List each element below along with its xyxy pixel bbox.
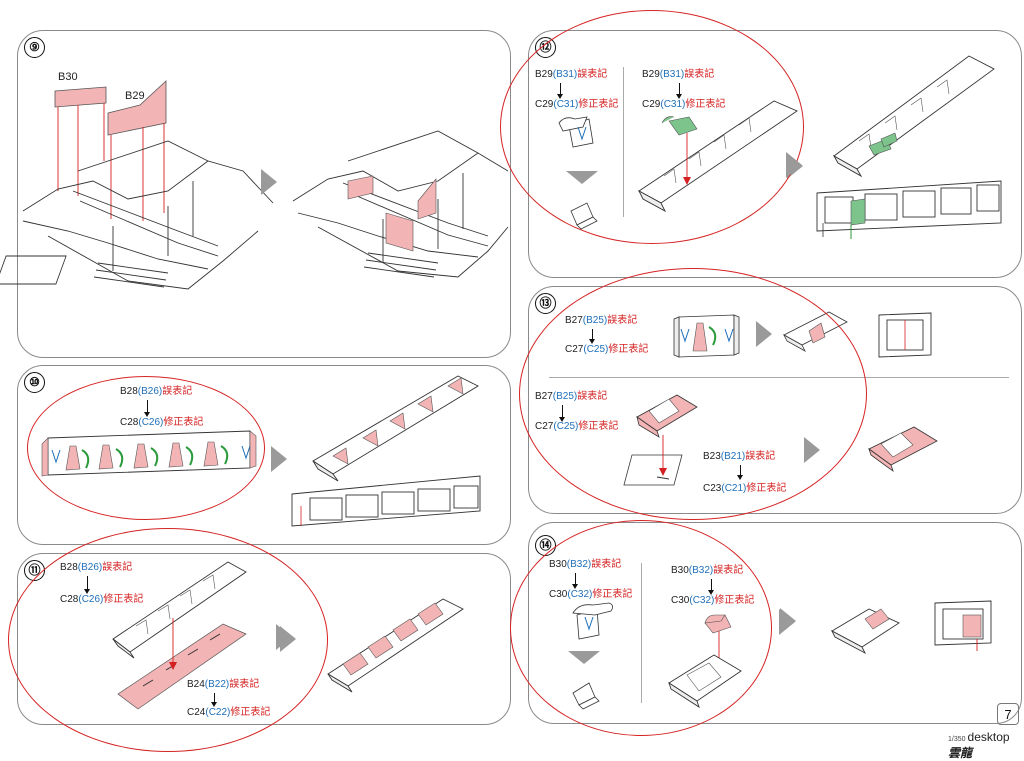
part-label-b30: B30 (58, 71, 78, 83)
step-number: ⑪ (24, 560, 45, 581)
down-arrow (557, 83, 563, 99)
wrong-label-2: B27(B25)誤表記 (535, 391, 608, 402)
wrong-label-1: B28(B26)誤表記 (60, 562, 133, 573)
divider (549, 377, 1009, 378)
brand-scale: 1/350 (948, 736, 966, 743)
step-13-diagram (623, 311, 938, 486)
step-number: ⑨ (24, 37, 45, 58)
wrong-label-2: B24(B22)誤表記 (187, 679, 260, 690)
step-10-diagram (41, 375, 481, 527)
correct-label-1: C30(C32)修正表記 (549, 589, 633, 600)
down-arrow (737, 465, 743, 480)
correct-label-2: C30(C32)修正表記 (671, 595, 755, 606)
step-arrow-down (568, 651, 600, 664)
step-9-panel: ⑨ B30 B29 (0, 30, 511, 358)
step-12-diagram (558, 55, 1002, 239)
correct-label: C28(C26)修正表記 (120, 417, 204, 428)
step-12-panel: ⑫ B29(B31)誤表記 C29(C31)修正表記 B29(B31)誤表記 C… (528, 30, 1022, 278)
down-arrow (589, 329, 595, 344)
wrong-label: B28(B26)誤表記 (120, 386, 193, 397)
step-11-diagram (112, 561, 464, 710)
step-9-diagram-before (0, 80, 509, 290)
down-arrow (144, 400, 150, 417)
step-arrow-right (786, 152, 802, 178)
wrong-label-1: B29(B31)誤表記 (535, 69, 608, 80)
step-arrow-down (566, 171, 598, 184)
step-arrow-right (780, 608, 796, 634)
brand-kanji: 雲龍 (948, 746, 973, 760)
step-arrow-right (276, 624, 292, 650)
brand-name: desktop (967, 730, 1010, 744)
wrong-label-1: B30(B32)誤表記 (549, 559, 622, 570)
correct-label-2: C29(C31)修正表記 (642, 99, 726, 110)
correct-label-2: C27(C25)修正表記 (535, 421, 619, 432)
step-14-panel: ⑭ B30(B32)誤表記 C30(C32)修正表記 B30(B32)誤表記 C… (528, 522, 1022, 724)
correct-label-1: C29(C31)修正表記 (535, 99, 619, 110)
step-number: ⑩ (24, 372, 45, 393)
page-number: 7 (997, 703, 1019, 725)
step-14-diagram (572, 600, 992, 710)
step-number: ⑬ (535, 293, 556, 314)
down-arrow (708, 579, 714, 595)
step-13-panel: ⑬ B27(B25)誤表記 C27(C25)修正表記 B27(B25)誤表記 C… (528, 286, 1022, 514)
down-arrow (559, 405, 565, 422)
wrong-label-3: B23(B21)誤表記 (703, 451, 776, 462)
wrong-label-1: B27(B25)誤表記 (565, 315, 638, 326)
step-number: ⑭ (535, 535, 556, 556)
down-arrow (211, 693, 217, 707)
wrong-label-2: B30(B32)誤表記 (671, 565, 744, 576)
step-11-panel: ⑪ B28(B26)誤表記 C28(C26)修正表記 B24(B22)誤表記 C… (17, 553, 511, 725)
divider (623, 67, 624, 217)
wrong-label-2: B29(B31)誤表記 (642, 69, 715, 80)
correct-label-3: C23(C21)修正表記 (703, 483, 787, 494)
correct-label-2: C24(C22)修正表記 (187, 707, 271, 718)
part-label-b29: B29 (125, 90, 145, 102)
divider (641, 563, 642, 703)
down-arrow (84, 576, 90, 594)
correct-label-1: C28(C26)修正表記 (60, 594, 144, 605)
step-10-panel: ⑩ B28(B26)誤表記 C28(C26)修正表記 (17, 365, 511, 545)
step-number: ⑫ (535, 37, 556, 58)
correct-label-1: C27(C25)修正表記 (565, 344, 649, 355)
down-arrow (676, 83, 682, 99)
down-arrow (572, 573, 578, 589)
